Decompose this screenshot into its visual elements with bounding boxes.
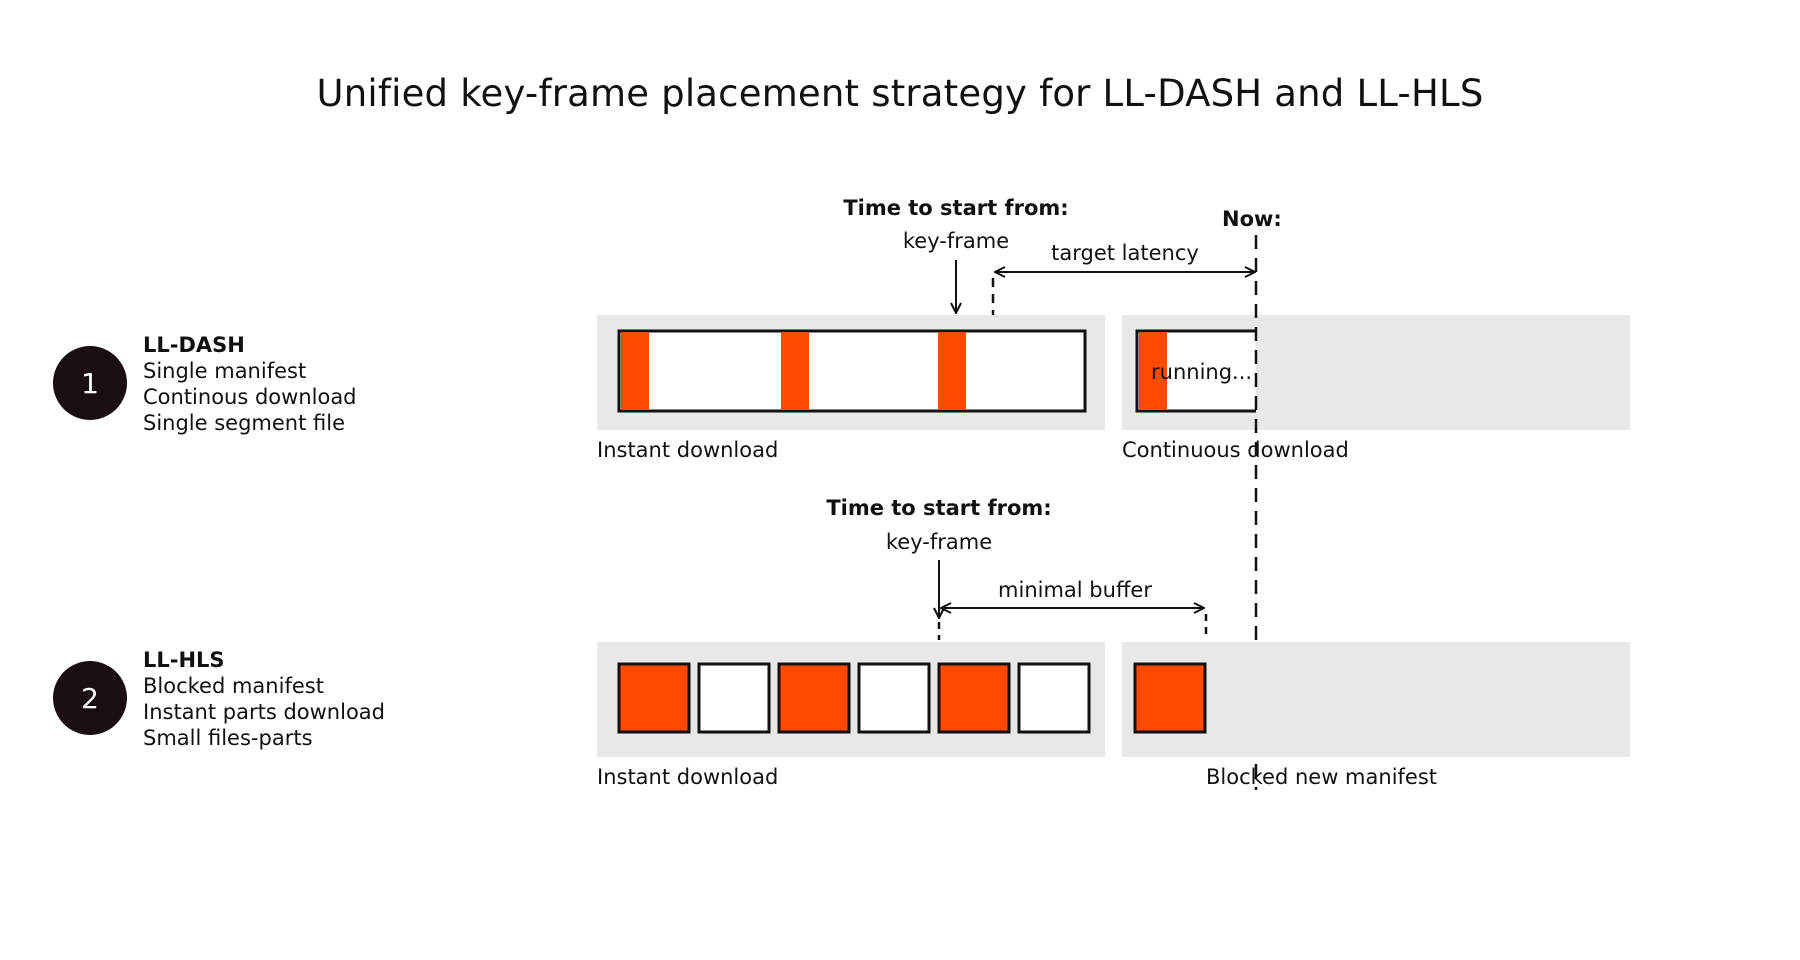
- diagram-title: Unified key-frame placement strategy for…: [316, 72, 1484, 115]
- dash-keyframe-2: [781, 332, 809, 410]
- minimal-buffer-label: minimal buffer: [998, 578, 1152, 602]
- hls-part-5: [937, 662, 1011, 734]
- protocol-desc-dash: LL-DASH Single manifest Continous downlo…: [143, 332, 357, 436]
- running-label: running...: [1151, 360, 1253, 384]
- hls-start-keyframe: key-frame: [885, 530, 993, 554]
- dash-segment-bar: [617, 329, 1087, 413]
- hls-parts: [617, 662, 1091, 734]
- now-label: Now:: [1222, 207, 1282, 231]
- dash-keyframe-3: [938, 332, 966, 410]
- hls-feature-2: Instant parts download: [143, 700, 385, 724]
- dash-left-caption: Instant download: [597, 438, 779, 462]
- hls-right-panel: [1122, 642, 1630, 757]
- hls-part-6: [1017, 662, 1091, 734]
- hls-part-3: [777, 662, 851, 734]
- dash-feature-2: Continous download: [143, 385, 357, 409]
- dash-start-keyframe: key-frame: [902, 229, 1010, 253]
- hls-new-part: [1133, 662, 1207, 734]
- protocol-badge-hls: 2: [53, 661, 127, 735]
- dash-keyframe-1: [621, 332, 649, 410]
- protocol-desc-hls: LL-HLS Blocked manifest Instant parts do…: [143, 647, 385, 751]
- dash-right-caption: Continuous download: [1122, 438, 1349, 462]
- protocol-badge-dash: 1: [53, 346, 127, 420]
- protocol-name-dash: LL-DASH: [143, 333, 245, 357]
- dash-start-heading: Time to start from:: [843, 196, 1069, 220]
- target-latency-label: target latency: [1051, 241, 1199, 265]
- hls-part-2: [697, 662, 771, 734]
- hls-part-4: [857, 662, 931, 734]
- hls-left-caption: Instant download: [597, 765, 779, 789]
- hls-feature-1: Blocked manifest: [143, 674, 324, 698]
- dash-feature-3: Single segment file: [143, 411, 346, 435]
- protocol-name-hls: LL-HLS: [143, 648, 225, 672]
- dash-feature-1: Single manifest: [143, 359, 307, 383]
- hls-right-caption: Blocked new manifest: [1206, 765, 1438, 789]
- dash-running-keyframe: [1139, 332, 1167, 410]
- hls-part-1: [617, 662, 691, 734]
- hls-start-heading: Time to start from:: [826, 496, 1052, 520]
- hls-feature-3: Small files-parts: [143, 726, 313, 750]
